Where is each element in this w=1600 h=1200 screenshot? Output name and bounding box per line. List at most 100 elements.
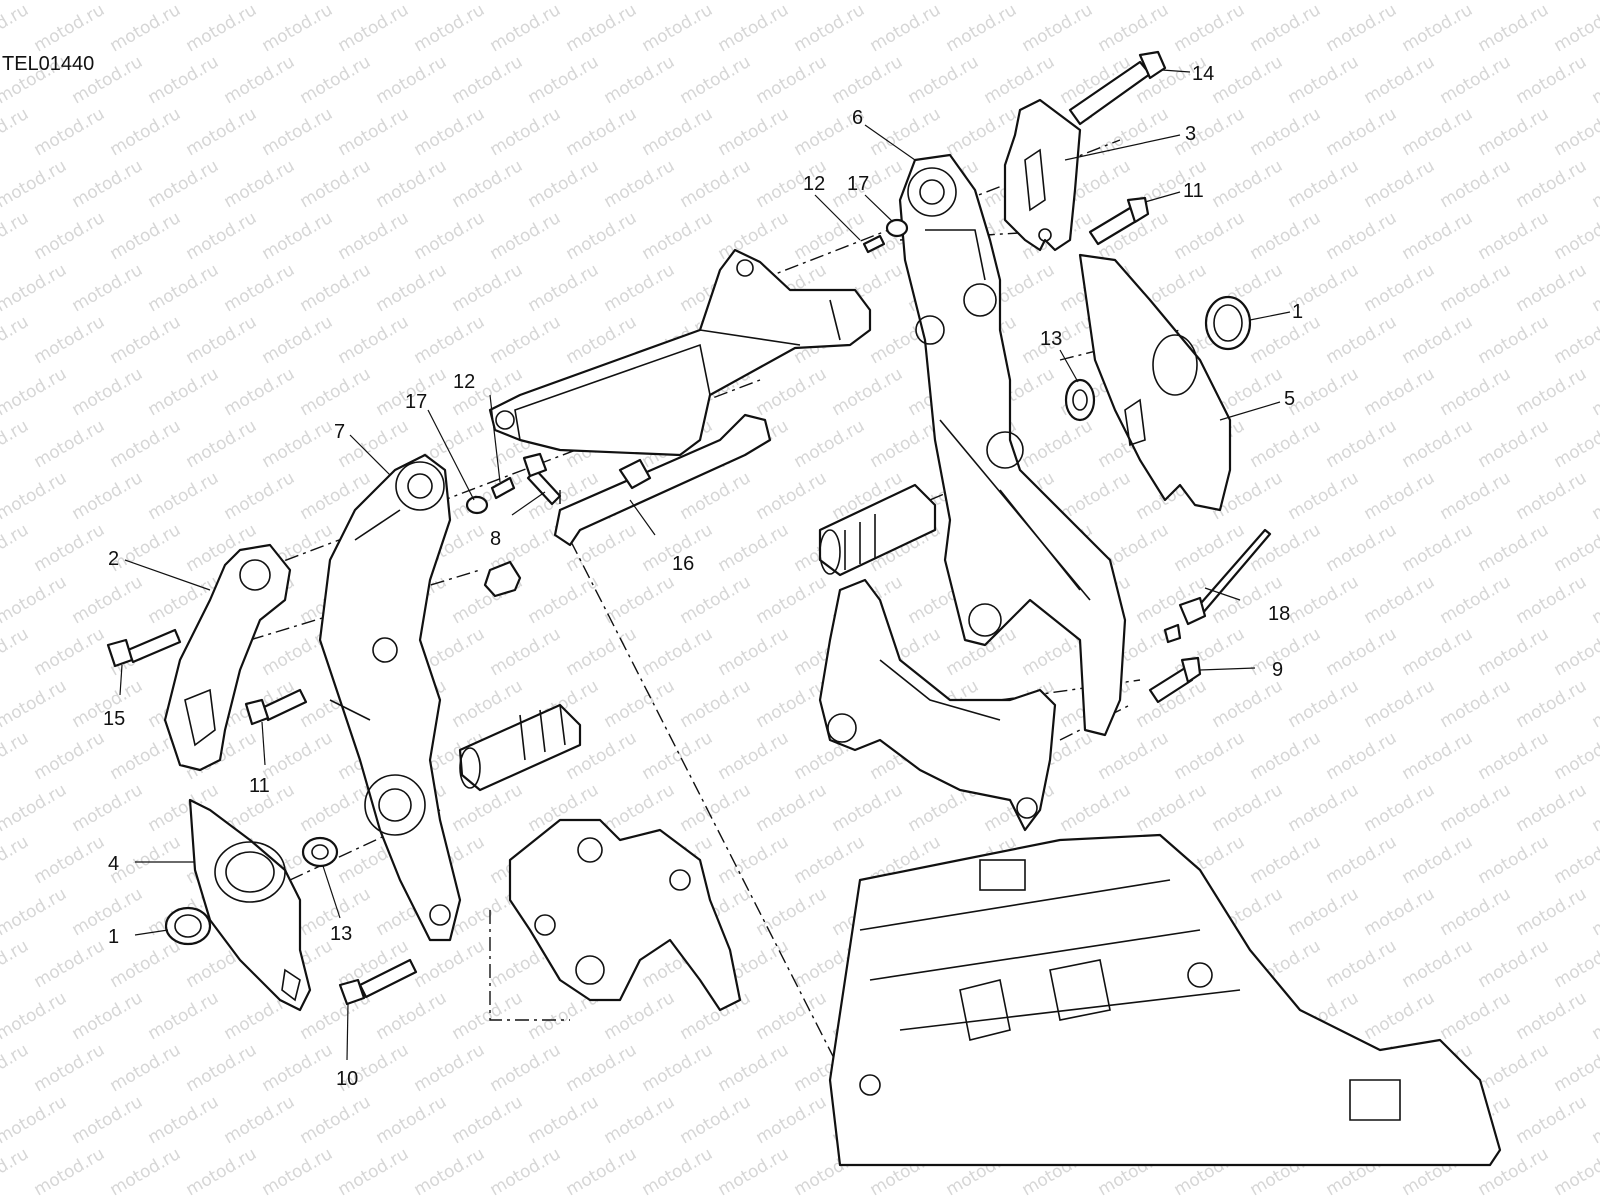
watermark-text: motod.ru [1361, 884, 1439, 940]
watermark-text: motod.ru [0, 0, 32, 56]
watermark-text: motod.ru [31, 728, 109, 784]
watermark-text: motod.ru [601, 260, 679, 316]
watermark-text: motod.ru [1095, 104, 1173, 160]
watermark-text: motod.ru [0, 104, 32, 160]
callout-13: 13 [1040, 328, 1062, 350]
watermark-text: motod.ru [1437, 780, 1515, 836]
watermark-text: motod.ru [1361, 364, 1439, 420]
watermark-text: motod.ru [0, 0, 70, 4]
watermark-text: motod.ru [1513, 572, 1591, 628]
watermark-text: motod.ru [0, 312, 32, 368]
watermark-text: motod.ru [715, 104, 793, 160]
watermark-text: motod.ru [1171, 0, 1249, 56]
watermark-text: motod.ru [791, 832, 869, 888]
watermark-text: motod.ru [1589, 780, 1600, 836]
watermark-text: motod.ru [1361, 0, 1439, 4]
watermark-text: motod.ru [183, 1040, 261, 1096]
watermark-text: motod.ru [1399, 936, 1477, 992]
callout-16: 16 [672, 553, 694, 575]
watermark-text: motod.ru [335, 416, 413, 472]
watermark-text: motod.ru [1513, 156, 1591, 212]
watermark-text: motod.ru [487, 312, 565, 368]
watermark-text: motod.ru [449, 1092, 527, 1148]
watermark-text: motod.ru [1589, 884, 1600, 940]
bushing-1-left [164, 906, 212, 946]
watermark-text: motod.ru [1285, 780, 1363, 836]
watermark-text: motod.ru [449, 468, 527, 524]
watermark-text: motod.ru [1513, 260, 1591, 316]
watermark-text: motod.ru [1323, 520, 1401, 576]
watermark-text: motod.ru [1209, 52, 1287, 108]
watermark-text: motod.ru [677, 676, 755, 732]
watermark-text: motod.ru [525, 572, 603, 628]
callout-15: 15 [103, 708, 125, 730]
watermark-text: motod.ru [1551, 728, 1600, 784]
watermark-text: motod.ru [259, 0, 337, 56]
watermark-text: motod.ru [563, 624, 641, 680]
watermark-text: motod.ru [69, 260, 147, 316]
watermark-text: motod.ru [1475, 312, 1553, 368]
watermark-text: motod.ru [1437, 572, 1515, 628]
callout-1: 1 [108, 926, 119, 948]
watermark-text: motod.ru [1551, 520, 1600, 576]
watermark-text: motod.ru [1247, 624, 1325, 680]
watermark-text: motod.ru [1285, 676, 1363, 732]
watermark-text: motod.ru [753, 572, 831, 628]
callout-6: 6 [852, 107, 863, 129]
watermark-text: motod.ru [1513, 1092, 1591, 1148]
watermark-text: motod.ru [1437, 52, 1515, 108]
watermark-text: motod.ru [1589, 364, 1600, 420]
watermark-text: motod.ru [335, 0, 413, 56]
watermark-text: motod.ru [107, 208, 185, 264]
watermark-text: motod.ru [867, 0, 945, 56]
watermark-text: motod.ru [69, 468, 147, 524]
watermark-text: motod.ru [373, 988, 451, 1044]
watermark-text: motod.ru [31, 1144, 109, 1200]
watermark-text: motod.ru [183, 416, 261, 472]
watermark-text: motod.ru [601, 0, 679, 4]
watermark-text: motod.ru [1399, 728, 1477, 784]
watermark-text: motod.ru [1361, 156, 1439, 212]
watermark-text: motod.ru [1513, 780, 1591, 836]
callout-1: 1 [1292, 301, 1303, 323]
watermark-text: motod.ru [183, 312, 261, 368]
watermark-text: motod.ru [1361, 52, 1439, 108]
watermark-text: motod.ru [1513, 0, 1591, 4]
watermark-text: motod.ru [677, 1092, 755, 1148]
watermark-text: motod.ru [1019, 0, 1097, 56]
watermark-text: motod.ru [31, 832, 109, 888]
left-footrest-hanger [318, 453, 462, 942]
watermark-text: motod.ru [1437, 468, 1515, 524]
watermark-text: motod.ru [1323, 416, 1401, 472]
watermark-text: motod.ru [107, 0, 185, 56]
bushing-13-right [1064, 378, 1096, 422]
watermark-text: motod.ru [0, 1092, 70, 1148]
watermark-text: motod.ru [373, 1092, 451, 1148]
watermark-text: motod.ru [335, 104, 413, 160]
watermark-text: motod.ru [183, 0, 261, 56]
watermark-text: motod.ru [1475, 1040, 1553, 1096]
watermark-text: motod.ru [221, 468, 299, 524]
watermark-text: motod.ru [1019, 416, 1097, 472]
watermark-text: motod.ru [69, 364, 147, 420]
callout-5: 5 [1284, 388, 1295, 410]
watermark-text: motod.ru [981, 0, 1059, 4]
watermark-text: motod.ru [1589, 260, 1600, 316]
watermark-text: motod.ru [297, 156, 375, 212]
watermark-text: motod.ru [411, 104, 489, 160]
watermark-text: motod.ru [487, 0, 565, 56]
watermark-text: motod.ru [1133, 780, 1211, 836]
watermark-text: motod.ru [0, 676, 70, 732]
watermark-text: motod.ru [563, 1144, 641, 1200]
callout-9: 9 [1272, 659, 1283, 681]
watermark-text: motod.ru [525, 52, 603, 108]
callout-2: 2 [108, 548, 119, 570]
watermark-text: motod.ru [449, 52, 527, 108]
watermark-text: motod.ru [1475, 520, 1553, 576]
watermark-text: motod.ru [1551, 312, 1600, 368]
watermark-text: motod.ru [1323, 832, 1401, 888]
watermark-text: motod.ru [259, 312, 337, 368]
watermark-text: motod.ru [1589, 572, 1600, 628]
watermark-text: motod.ru [107, 416, 185, 472]
watermark-text: motod.ru [449, 676, 527, 732]
